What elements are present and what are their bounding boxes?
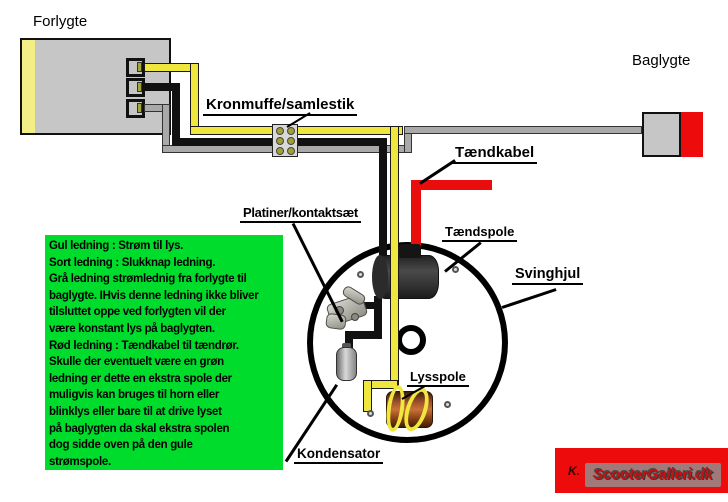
ignition-cable-wire — [411, 180, 421, 252]
black-wire-segment — [172, 83, 180, 145]
points-screw-icon — [351, 313, 359, 321]
signature-initial: K. — [568, 464, 580, 478]
bolt-icon — [357, 271, 364, 278]
ignition-coil-label: Tændspole — [442, 224, 518, 242]
bolt-icon — [452, 266, 459, 273]
terminal-dot — [287, 137, 295, 145]
terminal-dot — [287, 127, 295, 135]
info-box-text: Gul ledning : Strøm til lys. Sort lednin… — [49, 240, 259, 468]
points-label: Platiner/kontaktsæt — [240, 205, 361, 223]
bolt-icon — [367, 410, 374, 417]
terminal-block — [272, 124, 298, 157]
headlight-terminal — [126, 99, 145, 118]
black-wire-segment — [374, 296, 382, 338]
headlight-label: Forlygte — [33, 13, 88, 30]
black-wire-segment — [345, 331, 382, 339]
terminal-dot — [287, 147, 295, 155]
gray-wire-segment — [404, 126, 642, 134]
light-coil-body — [386, 391, 433, 428]
black-wire-segment — [144, 83, 180, 91]
yellow-wire-segment — [363, 380, 372, 412]
headlight-terminal — [126, 58, 145, 77]
headlight-terminal — [126, 78, 145, 97]
capacitor-terminal — [342, 343, 351, 349]
bolt-icon — [444, 401, 451, 408]
headlight-lens — [22, 40, 35, 133]
capacitor-body — [336, 347, 357, 381]
flywheel-center-hole — [396, 325, 426, 355]
black-wire-segment — [379, 138, 387, 262]
yellow-wire-segment — [190, 63, 199, 135]
pointer-line — [501, 288, 557, 309]
terminal-dot — [276, 147, 284, 155]
ignition-coil-cap — [399, 244, 421, 258]
yellow-wire-segment — [390, 126, 399, 388]
info-box: Gul ledning : Strøm til lys. Sort lednin… — [45, 235, 283, 470]
light-coil-label: Lysspole — [407, 369, 469, 387]
flywheel-label: Svinghjul — [512, 266, 584, 285]
capacitor-label: Kondensator — [294, 446, 384, 464]
terminal-block-label: Kronmuffe/samlestik — [203, 96, 358, 116]
taillight-box — [642, 112, 681, 157]
ignition-cable-wire — [411, 180, 492, 190]
watermark: ScooterGalleri.dk — [585, 463, 721, 487]
taillight-label: Baglygte — [632, 52, 691, 69]
taillight-lens — [681, 112, 703, 157]
points-base — [325, 312, 347, 331]
ignition-cable-label: Tændkabel — [452, 144, 538, 164]
terminal-dot — [276, 127, 284, 135]
terminal-dot — [276, 137, 284, 145]
ignition-coil-end — [372, 255, 388, 299]
